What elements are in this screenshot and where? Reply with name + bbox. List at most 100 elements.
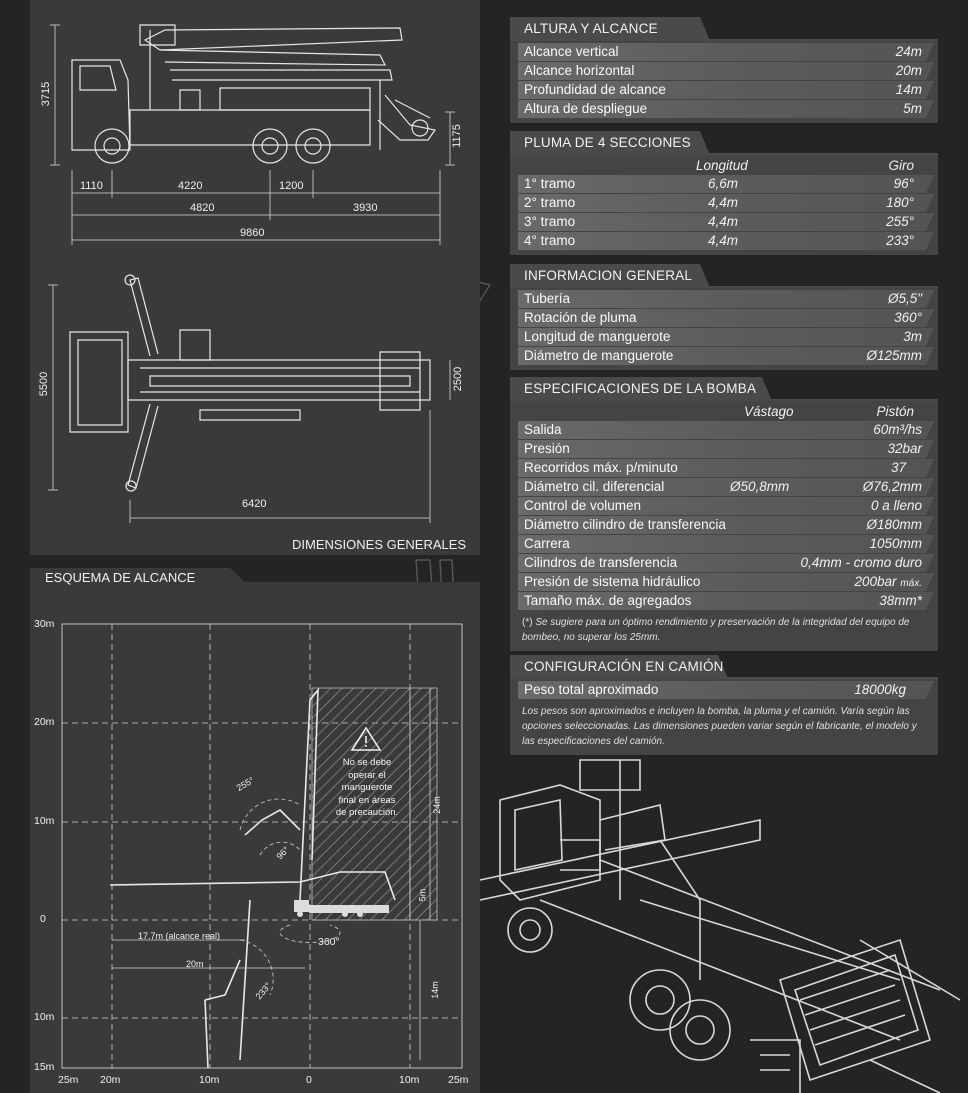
- reach-title: ESQUEMA DE ALCANCE: [45, 570, 196, 585]
- row-value: 0,4mm - cromo duro: [800, 555, 922, 570]
- info-tab: INFORMACION GENERAL: [510, 264, 938, 288]
- x-label-25-left: 25m: [58, 1074, 79, 1086]
- row-label: Rotación de pluma: [524, 310, 637, 325]
- altura-title: ALTURA Y ALCANCE: [524, 21, 658, 36]
- row-value: Ø180mm: [866, 517, 922, 532]
- warning-text: No se debe operar el manguerote final en…: [332, 757, 402, 820]
- y-label-30: 30m: [34, 618, 55, 630]
- x-label-25-right: 25m: [448, 1074, 469, 1086]
- row-value: 20m: [895, 63, 922, 78]
- warning-line-5: de precaución.: [335, 807, 399, 818]
- row-value-text: 200bar: [854, 574, 897, 589]
- row-length: 4,4m: [708, 233, 739, 248]
- row-value: 0 a lleno: [870, 498, 922, 513]
- x-label-0: 0: [306, 1074, 312, 1086]
- spec-row: Rotación de pluma 360°: [518, 309, 934, 327]
- row-label: Peso total aproximado: [524, 682, 659, 697]
- bomba-section: ESPECIFICACIONES DE LA BOMBA Vástago Pist…: [510, 377, 938, 651]
- spec-row: Tamaño máx. de agregados 38mm*: [518, 592, 934, 610]
- bomba-header: Vástago Pistón: [518, 403, 934, 421]
- row-value: 60m³/hs: [873, 422, 922, 437]
- row-value: Ø125mm: [866, 348, 922, 363]
- spec-row: Control de volumen 0 a lleno: [518, 497, 934, 515]
- row-rotation: 233°: [886, 233, 914, 248]
- dim-9860: 9860: [240, 227, 265, 239]
- y-label-neg10: 10m: [34, 1011, 55, 1023]
- y-label-20: 20m: [34, 716, 55, 728]
- row-label: Tubería: [524, 291, 571, 306]
- dim-1110: 1110: [80, 180, 103, 192]
- row-label: Recorridos máx. p/minuto: [524, 460, 678, 475]
- row-value: 200bar máx.: [855, 574, 922, 589]
- spec-row: Alcance horizontal 20m: [518, 62, 934, 80]
- row-length: 4,4m: [708, 214, 739, 229]
- spec-row: Cilindros de transferencia 0,4mm - cromo …: [518, 554, 934, 572]
- spec-row: Profundidad de alcance 14m: [518, 81, 934, 99]
- col-longitud: Longitud: [696, 158, 748, 173]
- col-piston: Pistón: [876, 404, 914, 419]
- row-label: Profundidad de alcance: [524, 82, 666, 97]
- bomba-note: (*) Se sugiere para un óptimo rendimient…: [518, 611, 934, 647]
- row-value: 38mm*: [879, 593, 922, 608]
- camion-section: CONFIGURACIÓN EN CAMIÓN Peso total aprox…: [510, 655, 938, 755]
- pluma-title: PLUMA DE 4 SECCIONES: [524, 135, 691, 150]
- note-mark: (*): [522, 617, 533, 628]
- warning-line-3: manguerote: [341, 782, 393, 793]
- warning-line-4: final en áreas: [338, 794, 396, 806]
- row-value: 37: [890, 460, 906, 475]
- row-value: Ø76,2mm: [862, 479, 922, 494]
- camion-note: Los pesos son aproximados e incluyen la …: [522, 706, 917, 747]
- row-label: Control de volumen: [524, 498, 642, 513]
- info-title: INFORMACION GENERAL: [524, 268, 693, 283]
- row-value: 14m: [895, 82, 922, 97]
- row-length: 4,4m: [708, 195, 739, 210]
- spec-row: Recorridos máx. p/minuto 37: [518, 459, 934, 477]
- warning-line-1: No se debe: [342, 757, 392, 768]
- row-label: Altura de despliegue: [524, 101, 648, 116]
- pluma-header: Longitud Giro: [518, 157, 934, 175]
- camion-tab: CONFIGURACIÓN EN CAMIÓN: [510, 655, 938, 679]
- pluma-section: PLUMA DE 4 SECCIONES Longitud Giro 1° tra…: [510, 131, 938, 255]
- camion-title: CONFIGURACIÓN EN CAMIÓN: [524, 659, 724, 674]
- row-label: Alcance horizontal: [524, 63, 635, 78]
- dim-1200: 1200: [279, 180, 304, 192]
- reach-20-label: 20m: [186, 959, 204, 969]
- row-label: 2° tramo: [524, 195, 576, 210]
- x-label-10-left: 10m: [199, 1074, 220, 1086]
- row-label: Tamaño máx. de agregados: [524, 593, 692, 608]
- row-length: 6,6m: [708, 176, 739, 191]
- row-value: 360°: [894, 310, 922, 325]
- dim-4820: 4820: [190, 202, 215, 214]
- x-label-10-right: 10m: [399, 1074, 420, 1086]
- col-giro: Giro: [888, 158, 914, 173]
- row-label: Diámetro cil. diferencial: [524, 479, 665, 494]
- dimensions-title: DIMENSIONES GENERALES: [292, 537, 467, 552]
- col-vastago: Vástago: [744, 404, 794, 419]
- row-value: 1050mm: [869, 536, 922, 551]
- x-label-20: 20m: [100, 1074, 121, 1086]
- row-value-suffix: máx.: [900, 578, 922, 589]
- bomba-title: ESPECIFICACIONES DE LA BOMBA: [524, 381, 757, 396]
- row-label: Cilindros de transferencia: [524, 555, 678, 570]
- angle-360: 360°: [318, 936, 340, 948]
- row-label: Presión: [524, 441, 570, 456]
- y-label-neg15: 15m: [34, 1061, 55, 1073]
- row-label: Carrera: [524, 536, 570, 551]
- altura-tab: ALTURA Y ALCANCE: [510, 17, 938, 41]
- row-label: 4° tramo: [524, 233, 576, 248]
